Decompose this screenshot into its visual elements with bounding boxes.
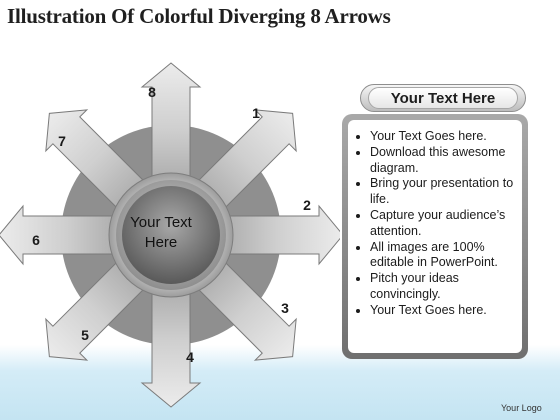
page-title: Illustration Of Colorful Diverging 8 Arr… <box>7 4 391 28</box>
bullet-item: Your Text Goes here. <box>370 303 516 319</box>
text-panel: Your Text Goes here.Download this awesom… <box>342 114 528 359</box>
bullet-item: Download this awesome diagram. <box>370 145 516 177</box>
arrow-label-8: 8 <box>148 84 156 100</box>
center-text-line1: Your Text <box>130 214 193 231</box>
arrow-label-7: 7 <box>58 133 66 149</box>
center-text-line2: Here <box>145 234 178 251</box>
arrow-label-1: 1 <box>252 105 260 121</box>
panel-header: Your Text Here <box>368 87 518 109</box>
bullet-item: Your Text Goes here. <box>370 129 516 145</box>
diverging-arrows-diagram: Your Text Here 1 2 3 4 5 6 7 8 <box>0 62 340 408</box>
labels-layer: 1 2 3 4 5 6 7 8 <box>32 84 311 365</box>
arrow-label-6: 6 <box>32 232 40 248</box>
text-panel-inner: Your Text Goes here.Download this awesom… <box>348 120 522 353</box>
panel-header-pill: Your Text Here <box>360 84 526 112</box>
logo-text: Your Logo <box>501 403 542 413</box>
bullet-list: Your Text Goes here.Download this awesom… <box>352 129 516 319</box>
arrow-label-5: 5 <box>81 327 89 343</box>
bullet-item: All images are 100% editable in PowerPoi… <box>370 240 516 272</box>
bullet-item: Bring your presentation to life. <box>370 176 516 208</box>
arrow-label-4: 4 <box>186 349 194 365</box>
hub-center <box>122 186 220 284</box>
arrow-label-2: 2 <box>303 197 311 213</box>
bullet-item: Capture your audience’s attention. <box>370 208 516 240</box>
bullet-item: Pitch your ideas convincingly. <box>370 271 516 303</box>
arrow-label-3: 3 <box>281 300 289 316</box>
